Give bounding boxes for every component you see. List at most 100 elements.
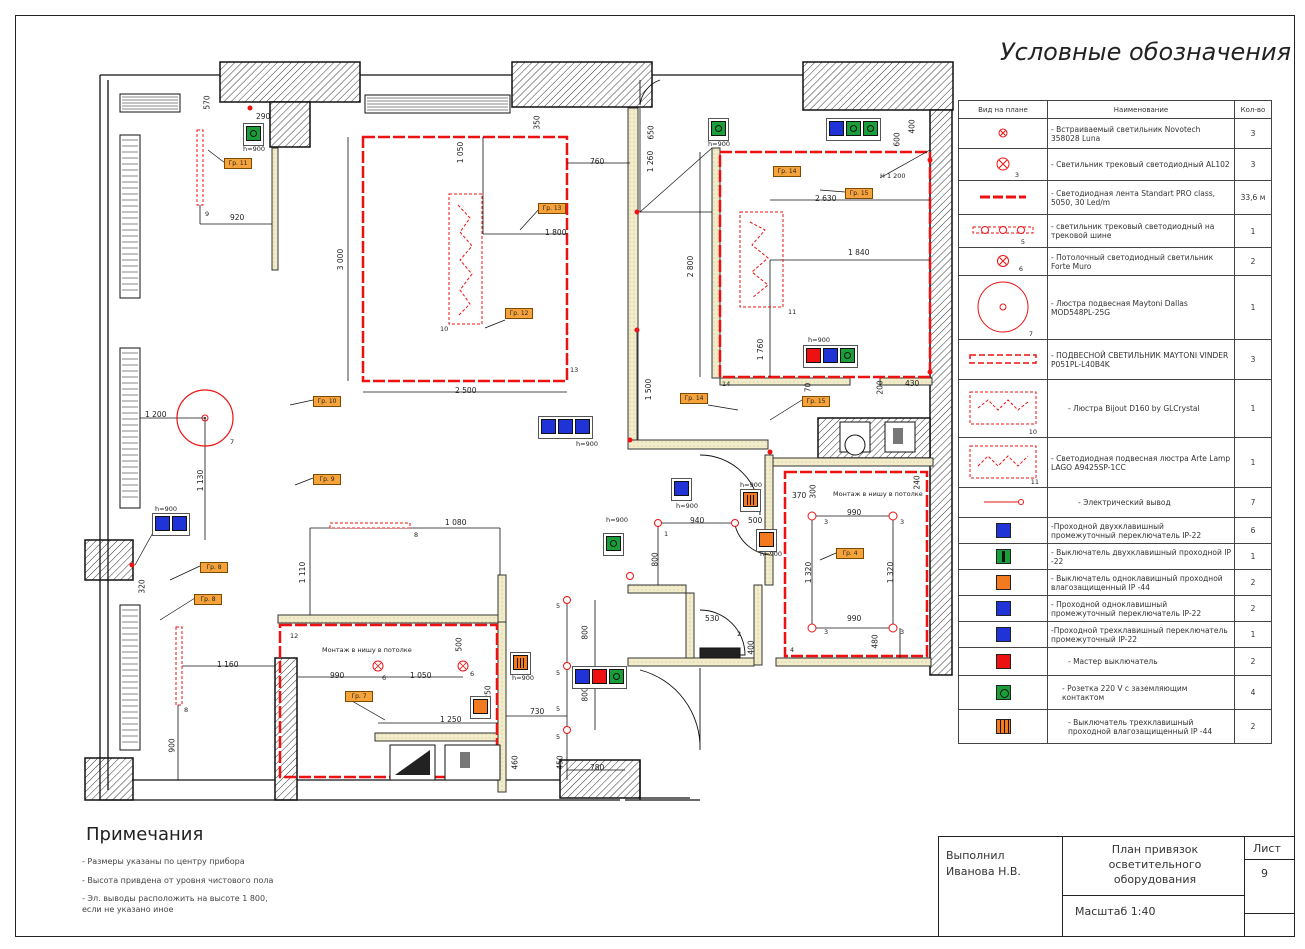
fixture-mark: 13 [570,366,579,374]
pendant-icon [958,339,1048,380]
dimension: 600 [892,132,902,147]
dimension: 1 760 [756,338,766,361]
height-label: h=900 [808,336,830,344]
dimension: 2 630 [815,194,837,203]
group-tag: Гр. 9 [313,474,341,485]
dimension: 1 320 [804,561,814,584]
chandelier-icon [176,389,234,447]
dimension: 1 500 [644,378,654,401]
dimension: 480 [870,634,880,649]
legend-header-qty: Кол-во [1234,100,1272,119]
lago-chandelier-icon: 11 [958,437,1048,488]
fixture-mark: 5 [556,602,561,610]
group-tag: Гр. 15 [845,188,873,199]
fixture-mark: 5 [556,669,561,677]
dimension: 70 [803,382,813,393]
fixture-mark: 5 [556,705,561,713]
group-tag: Гр. 14 [773,166,801,177]
dimension: 370 [792,491,807,500]
dimension: 760 [590,157,605,166]
dimension: 1 080 [445,518,467,527]
walls [84,61,954,801]
fixture-mark: 12 [290,632,299,640]
fixture-mark: 1 [664,530,669,538]
led-strips [278,135,932,779]
dimension: 400 [907,119,917,134]
switch-green-icon [708,118,729,141]
ceiling-light-icon: 6 [958,247,1048,276]
group-tag: Гр. 8 [194,594,222,605]
fixture-mark: 4 [790,646,795,654]
switch-green-2key-icon [958,543,1048,570]
chandelier-icon: 7 [958,275,1048,340]
switch-blue-icon [958,517,1048,544]
switch-blue-1key-icon [958,595,1048,622]
note-item: если не указано иное [82,905,174,914]
dimension: 1 050 [410,671,432,680]
dimension: 200 [875,380,885,395]
dimension: 990 [847,508,862,517]
fixture-mark: 3 [900,518,905,526]
dimension: 800 [650,552,660,567]
switch-orange-icon [756,529,777,552]
fixture-mark: 3 [824,628,829,636]
dimension: 940 [690,516,705,525]
dimension: 430 [905,379,920,388]
sheet-label: Лист [1253,842,1281,855]
led-strip-icon [958,180,1048,215]
dimension: 1 160 [217,660,239,669]
group-tag: Гр. 8 [200,562,228,573]
dimension: 730 [530,707,545,716]
done-by-label: Выполнил [946,849,1005,862]
switch-green-icon [243,123,264,146]
switch-group-icon [826,118,881,141]
author-name: Иванова Н.В. [946,865,1021,878]
dimension: 240 [912,475,922,490]
track-light-icon: 3 [958,148,1048,181]
dimension: 1 130 [196,469,206,492]
fixture-mark: 14 [722,380,731,388]
note-item: - Размеры указаны по центру прибора [82,857,245,866]
height-label: h=900 [740,481,762,489]
electric-outlet-icon [958,487,1048,518]
legend-table: Вид на плане Наименование Кол-во - Встра… [958,100,1272,744]
dimension: 990 [330,671,345,680]
note-item: - Высота привдена от уровня чистового по… [82,876,274,885]
dimension: 1 840 [848,248,870,257]
dimension: 300 [808,484,818,499]
dimension: 650 [646,125,656,140]
fixture-mark: 6 [470,670,475,678]
sheet-number: 9 [1261,867,1268,880]
dimension: 2 800 [686,255,696,278]
dimension: 900 [167,738,177,753]
height-note: H 1 200 [880,172,906,180]
switch-blue-icon [671,478,692,501]
drawing-title: План привязок осветительного оборудовани… [1108,843,1202,886]
legend-header-symbol: Вид на плане [958,100,1048,119]
group-tag: Гр. 15 [802,396,830,407]
dimension: 320 [137,579,147,594]
group-tag: Гр. 4 [836,548,864,559]
group-tag: Гр. 11 [224,158,252,169]
group-tag: Гр. 10 [313,396,341,407]
dimension: 450 [555,755,565,770]
fixture-mark: 6 [382,674,387,682]
recessed-light-icon [958,118,1048,149]
dimension: 350 [532,115,542,130]
fixture-mark: 3 [824,518,829,526]
fixture-mark: 3 [900,628,905,636]
track-bus-icon: 5 [958,214,1048,248]
scale-label: Масштаб 1:40 [1075,905,1156,918]
master-switch-icon [958,647,1048,676]
switch-orange-3key-icon [958,709,1048,744]
dimension: 1 050 [456,141,466,164]
switch-orange-icon [470,696,491,719]
dimension: 1 800 [545,228,567,237]
fixture-mark: 5 [556,733,561,741]
dimension: 990 [847,614,862,623]
switch-orange-icon [958,569,1048,596]
dimension: 1 200 [145,410,167,419]
height-label: h=900 [576,440,598,448]
